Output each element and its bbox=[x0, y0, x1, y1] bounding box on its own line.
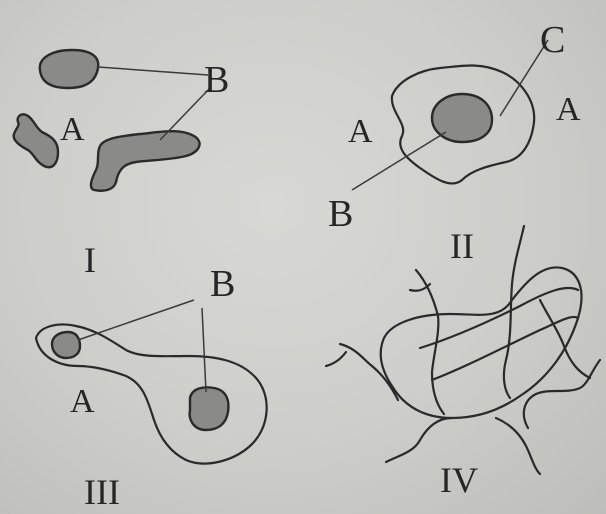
panel-4-channel-5 bbox=[386, 418, 452, 462]
panel-3-shape-left bbox=[52, 332, 80, 358]
panel-1-shape-top bbox=[40, 50, 98, 88]
panel-1-label-b: B bbox=[204, 59, 229, 101]
panel-1-shape-left bbox=[14, 114, 58, 167]
panel-1: B A I bbox=[14, 50, 230, 280]
panel-3-label-a: A bbox=[70, 383, 95, 420]
panel-2-label-a-right: A bbox=[556, 91, 581, 128]
panel-1-label-a: A bbox=[60, 111, 85, 148]
panel-2-label-a-left: A bbox=[348, 113, 373, 150]
panel-3-shape-right bbox=[190, 387, 229, 430]
panel-3: B A III bbox=[36, 263, 267, 512]
panel-2-label-c: C bbox=[540, 19, 565, 61]
panel-4-channel-6 bbox=[496, 418, 540, 474]
panel-4-inner-band-upper bbox=[420, 288, 578, 348]
panel-4-channel-1 bbox=[340, 344, 398, 400]
panel-4-channel-8 bbox=[540, 300, 590, 378]
panel-2-label-b: B bbox=[328, 193, 353, 235]
panel-3-numeral: III bbox=[84, 472, 120, 512]
panel-3-pointer-b-left bbox=[78, 300, 194, 340]
panel-2-numeral: II bbox=[450, 226, 474, 266]
panel-1-numeral: I bbox=[84, 240, 96, 280]
panel-2: C A A B II bbox=[328, 19, 581, 266]
panel-4-channel-4 bbox=[524, 360, 600, 428]
panel-1-shape-right bbox=[91, 131, 200, 191]
panel-4: IV bbox=[326, 226, 600, 500]
panel-3-pointer-b-right bbox=[202, 308, 206, 392]
panel-4-numeral: IV bbox=[440, 460, 478, 500]
panel-3-label-b: B bbox=[210, 263, 235, 305]
panel-4-channel-7 bbox=[326, 352, 346, 366]
panel-1-pointer-b-top bbox=[98, 67, 208, 75]
